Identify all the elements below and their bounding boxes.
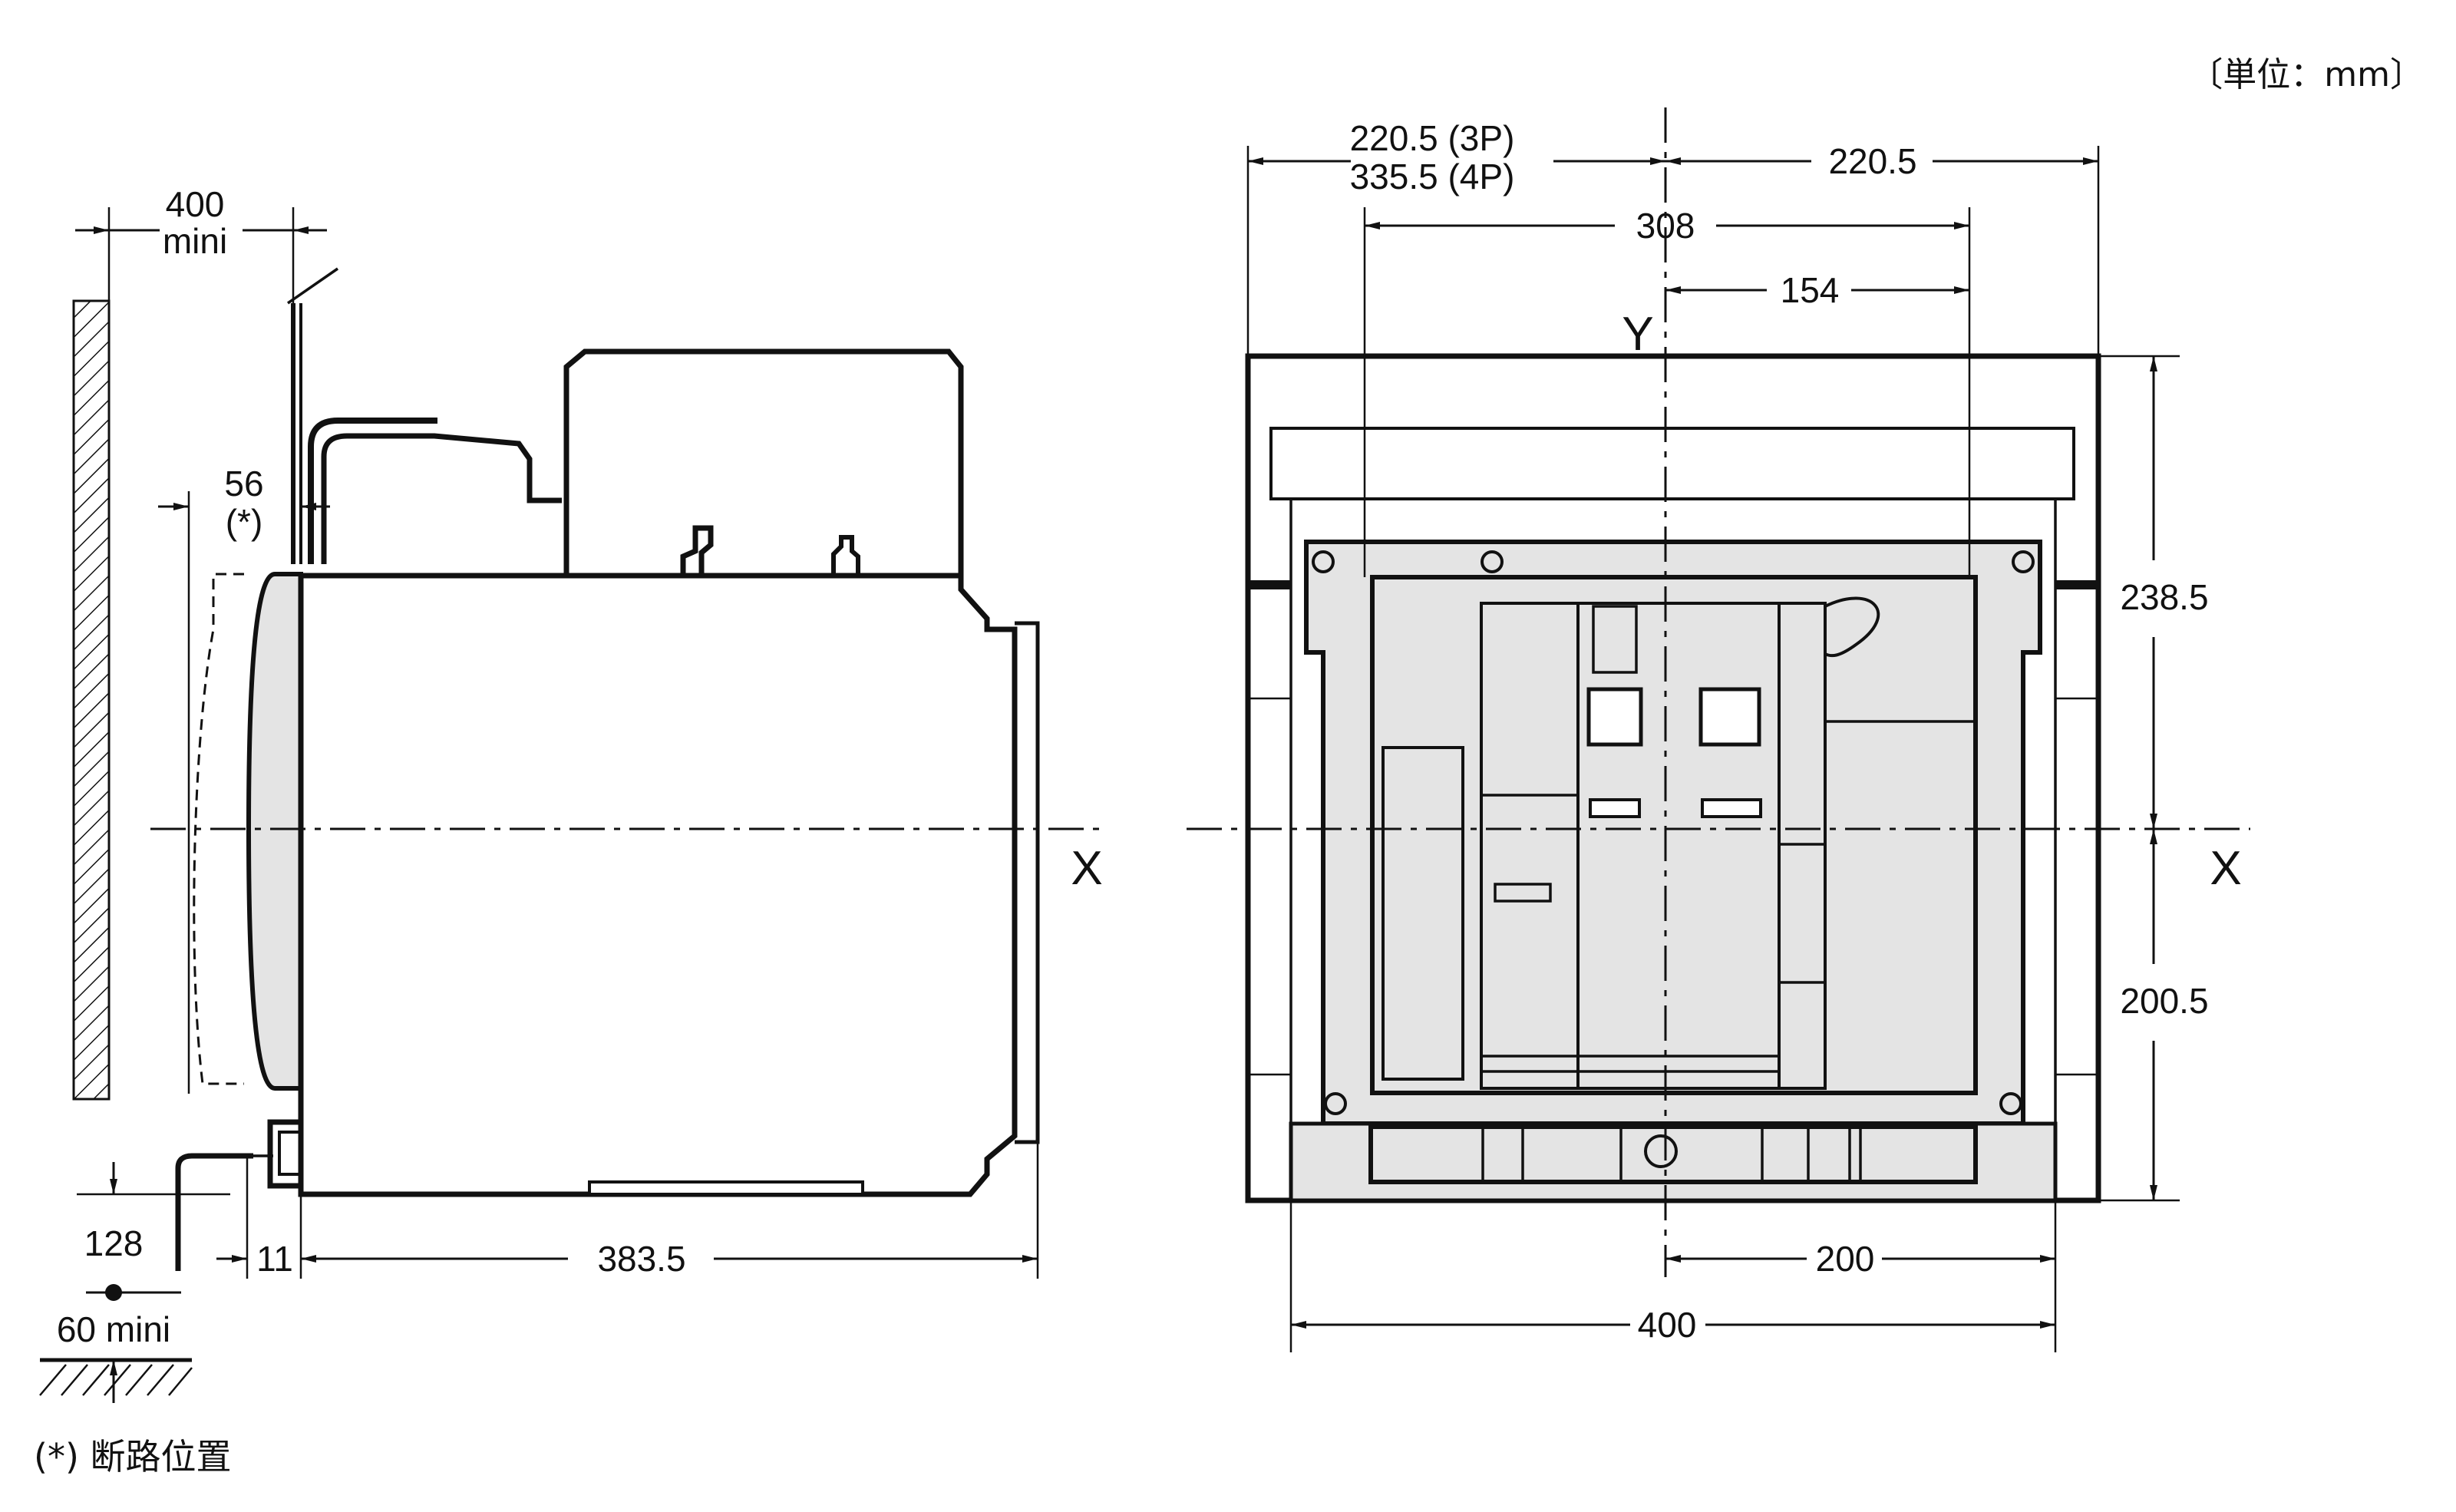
mechanism-details xyxy=(1382,596,1976,1090)
dim-400-suffix: mini xyxy=(163,221,227,261)
main-body xyxy=(298,573,1018,1197)
dim-383-5-value: 383.5 xyxy=(597,1239,685,1279)
unit-label: 〔単位：mm〕 xyxy=(2189,55,2424,94)
dim-56-value: 56 xyxy=(224,464,263,503)
top-bar xyxy=(1269,427,2075,500)
dim-bottom-front: 200 400 xyxy=(1291,1239,2055,1345)
dim-top-front: 220.5 (3P) 335.5 (4P) 220.5 308 154 xyxy=(1248,118,2098,310)
dim-bottom-side: 11 383.5 xyxy=(216,1142,1039,1279)
dim-60-value: 60 mini xyxy=(57,1309,170,1349)
dim-238-5: 238.5 xyxy=(2120,577,2208,617)
side-view: 400 mini 56 (*) xyxy=(34,184,1105,1477)
dim-56-note: (*) xyxy=(226,502,263,542)
dim-right-top: 220.5 xyxy=(1828,141,1916,181)
dim-left-4p: 335.5 (4P) xyxy=(1350,157,1515,196)
footnote: (*) 断路位置 xyxy=(34,1436,232,1477)
side-axis-x: X xyxy=(1071,842,1102,895)
bottom-rail xyxy=(1289,1121,2058,1203)
dim-128-60: 128 60 mini xyxy=(39,1162,230,1403)
dim-400-mini: 400 mini xyxy=(75,184,327,261)
dim-154: 154 xyxy=(1781,270,1840,310)
dim-308: 308 xyxy=(1636,206,1695,246)
dim-400-value: 400 xyxy=(166,184,225,224)
disconnected-outline xyxy=(193,573,244,1085)
dim-56: 56 (*) xyxy=(158,464,330,1094)
dim-right-front: 238.5 200.5 xyxy=(2120,356,2209,1200)
wall-hatch xyxy=(72,299,111,1101)
ground-bracket xyxy=(175,1153,253,1271)
handle-bracket xyxy=(308,418,437,564)
dim-128-value: 128 xyxy=(84,1223,144,1263)
ground-hatch xyxy=(39,1364,193,1396)
front-axis-x: X xyxy=(2210,842,2241,895)
dim-left-3p: 220.5 (3P) xyxy=(1350,118,1515,158)
dim-11-value: 11 xyxy=(256,1239,293,1279)
dim-200-5: 200.5 xyxy=(2120,981,2208,1021)
front-view: X Y 220.5 (3P) 335.5 (4P) 220.5 308 154 xyxy=(1187,107,2250,1352)
body-base-plate xyxy=(588,1180,864,1196)
front-axis-y: Y xyxy=(1622,308,1653,361)
front-panel xyxy=(246,572,303,1091)
dim-200: 200 xyxy=(1816,1239,1875,1279)
dim-400-front: 400 xyxy=(1638,1305,1697,1345)
top-block xyxy=(563,348,964,579)
